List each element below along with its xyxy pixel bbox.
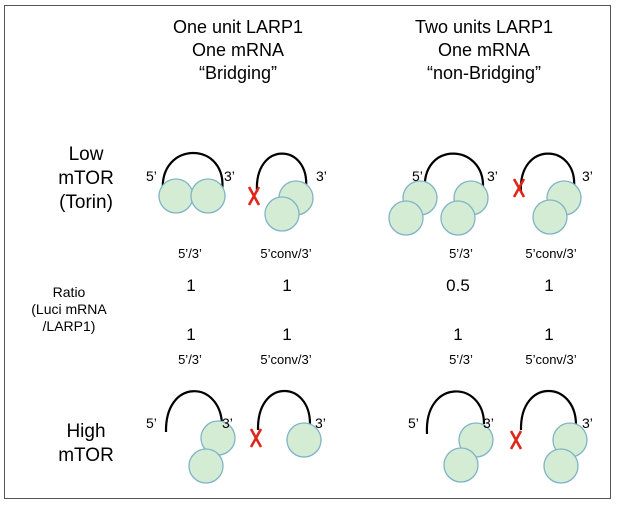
mrna-low-nonbridging: 5’ 3’ (388, 152, 498, 236)
mrna-low-bridging-conv: 3’ (247, 152, 327, 232)
larp1-circle (188, 448, 224, 484)
five-prime-label: 5’ (146, 168, 157, 184)
five-prime-label: 5’ (408, 415, 419, 431)
row-line-1: Low (68, 144, 104, 165)
row-label-high-mtor: High mTOR (58, 420, 114, 468)
three-prime-label: 3’ (582, 168, 593, 184)
mrna-arc (519, 389, 578, 431)
three-prime-label: 3’ (315, 415, 326, 431)
five-prime-label: 5’ (412, 168, 423, 184)
header-line-2: One mRNA (191, 40, 285, 60)
probe-label-low-3: 5’/3’ (449, 246, 473, 261)
five-prime-label: 5’ (146, 415, 157, 431)
ratio-value-low-2: 1 (282, 276, 292, 295)
row-line-2: mTOR (58, 445, 114, 466)
ratio-value-high-1: 1 (186, 325, 196, 344)
mrna-arc (164, 390, 224, 433)
mrna-low-bridging: 5’ 3’ (146, 151, 235, 214)
larp1-circle (443, 447, 479, 483)
header-line-2: One mRNA (437, 40, 531, 60)
mrna-high-bridging-conv: 3’ (249, 389, 326, 458)
larp1-circle (440, 200, 476, 236)
three-prime-label: 3’ (487, 168, 498, 184)
three-prime-label: 3’ (224, 168, 235, 184)
larp1-circle (532, 199, 568, 235)
three-prime-label: 3’ (222, 415, 233, 431)
cleaved-x-icon (512, 177, 526, 199)
mrna-arc (256, 389, 312, 431)
ratio-value-high-2: 1 (282, 325, 292, 344)
mrna-high-nonbridging-conv: 3’ (509, 389, 593, 484)
cleaved-x-icon (247, 185, 261, 207)
ratio-value-low-3: 0.5 (446, 276, 470, 295)
larp1-circle (388, 200, 424, 236)
probe-label-high-3: 5’/3’ (449, 352, 473, 367)
probe-label-low-2: 5’conv/3’ (260, 246, 312, 261)
probe-label-high-4: 5’conv/3’ (525, 352, 577, 367)
mrna-high-bridging: 5’ 3’ (146, 390, 236, 484)
row-line-2: mTOR (58, 168, 114, 189)
probe-label-high-2: 5’conv/3’ (260, 352, 312, 367)
row-label-low-mtor: Low mTOR (Torin) (58, 143, 114, 215)
header-line-3: “Bridging” (198, 63, 278, 83)
larp1-circle (286, 422, 322, 458)
three-prime-label: 3’ (316, 168, 327, 184)
row-line-1: High (66, 421, 106, 442)
ratio-line-3: /LARP1) (42, 318, 96, 334)
ratio-value-high-3: 1 (453, 325, 463, 344)
figure-frame (4, 5, 611, 499)
row-line-3: (Torin) (59, 192, 113, 213)
mrna-arc (423, 152, 485, 193)
ratio-line-2: (Luci mRNA (31, 301, 107, 317)
probe-label-high-1: 5’/3’ (178, 352, 202, 367)
mrna-low-nonbridging-conv: 3’ (512, 152, 593, 235)
mrna-arc (255, 152, 308, 193)
cleaved-x-icon (509, 429, 523, 451)
three-prime-label: 3’ (483, 415, 494, 431)
larp1-circle (543, 448, 579, 484)
ratio-line-1: Ratio (52, 284, 86, 300)
probe-label-low-1: 5’/3’ (178, 246, 202, 261)
ratio-label: Ratio (Luci mRNA /LARP1) (31, 284, 106, 335)
cleaved-x-icon (249, 427, 263, 449)
three-prime-label: 3’ (582, 415, 593, 431)
header-line-1: One unit LARP1 (172, 17, 304, 37)
mrna-arc (519, 152, 576, 193)
ratio-value-low-1: 1 (186, 276, 196, 295)
mrna-high-nonbridging: 5’ 3’ (408, 390, 494, 483)
header-line-3: “non-Bridging” (426, 63, 542, 83)
header-line-1: Two units LARP1 (414, 17, 554, 37)
ratio-value-high-4: 1 (544, 325, 554, 344)
larp1-circle (158, 178, 194, 214)
mrna-arc (425, 390, 486, 435)
ratio-value-low-4: 1 (544, 276, 554, 295)
larp1-circle (190, 178, 226, 214)
header-bridging: One unit LARP1 One mRNA “Bridging” (173, 16, 303, 85)
probe-label-low-4: 5’conv/3’ (525, 246, 577, 261)
mrna-arc (161, 151, 224, 193)
header-non-bridging: Two units LARP1 One mRNA “non-Bridging” (415, 16, 553, 85)
larp1-circle (264, 196, 300, 232)
